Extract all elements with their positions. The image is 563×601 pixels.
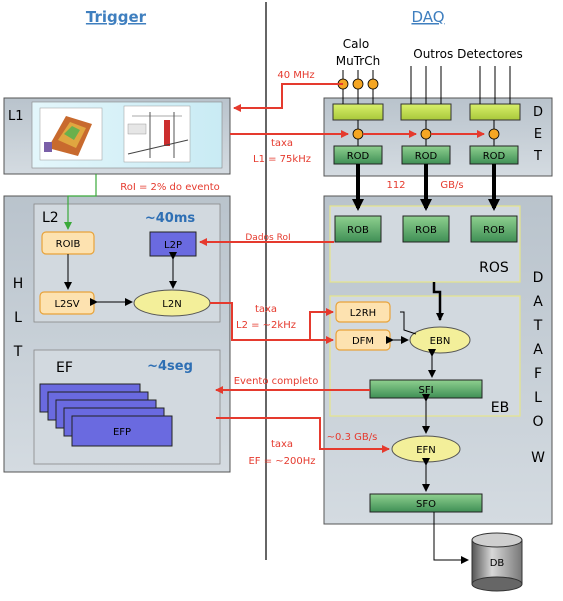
ebn-ellipse[interactable] (409, 326, 471, 354)
dados-roi-label: Dados RoI (245, 233, 290, 243)
l1-accept-node-icon (488, 128, 500, 140)
rob-box-3[interactable] (470, 215, 518, 243)
l2sv-label: L2SV (54, 299, 79, 310)
det-letter-d: D (533, 105, 543, 120)
frontend-1 (332, 103, 384, 121)
calo-node-icon (352, 78, 364, 90)
evento-completo-label: Evento completo (234, 376, 319, 387)
dataflow-panel: ROS EB (323, 195, 553, 525)
l2rh-ebn-connector (400, 311, 417, 335)
freq-40mhz-label: 40 MHz (277, 70, 314, 81)
det-letter-t: T (533, 149, 542, 164)
rod-label-1: ROD (347, 151, 370, 162)
l2n-to-dfm-arrow (210, 302, 334, 344)
taxa-l2-label-b: L2 = ~2kHz (236, 320, 296, 331)
bandwidth-value: 112 (386, 180, 405, 191)
dataflow-letter-l: L (534, 390, 542, 406)
header-daq: DAQ (411, 8, 444, 26)
taxa-l1-label-b: L1 = 75kHz (253, 154, 311, 165)
l2rh-box[interactable] (335, 301, 391, 323)
dfm-label: DFM (352, 336, 374, 347)
sfo-db-arrow (433, 512, 469, 564)
calo-to-l1-arrow (233, 83, 343, 112)
rob-label-2: ROB (415, 225, 437, 236)
l2-time-label: ~40ms (145, 211, 196, 226)
ef-time-label: ~4seg (147, 359, 193, 374)
l2n-to-l2rh-arrow (300, 308, 334, 341)
bandwidth-unit: GB/s (440, 180, 463, 191)
l2n-label: L2N (162, 299, 181, 310)
db-label: DB (490, 558, 505, 569)
taxa-ef-label-b: EF = ~200Hz (248, 456, 315, 467)
database-cylinder-icon[interactable] (471, 532, 523, 592)
efp-label: EFP (113, 427, 131, 438)
l2p-label: L2P (164, 240, 182, 251)
ros-to-ebn-arrow (432, 282, 444, 321)
ros-label: ROS (479, 260, 509, 276)
taxa-l2-label-a: taxa (255, 304, 277, 315)
efp-stack[interactable] (39, 383, 173, 447)
dataflow-letter-w: W (531, 450, 545, 466)
detector-feed-lines (342, 66, 511, 104)
dataflow-letter-a: A (533, 294, 543, 310)
ebn-label: EBN (430, 336, 451, 347)
rob-label-3: ROB (483, 225, 505, 236)
det-letter-e: E (534, 127, 542, 142)
l1-panel: L1 (3, 97, 231, 175)
label-mutrch: MuTrCh (336, 54, 380, 68)
rod-label-3: ROD (483, 151, 506, 162)
roi-fraction-label: RoI = 2% do evento (120, 182, 220, 193)
event-display-thumbnail-icon (123, 105, 191, 163)
frontend-2 (400, 103, 452, 121)
frontend-3 (469, 103, 521, 121)
efn-label: EFN (416, 445, 436, 456)
calorimeter-thumbnail-icon (39, 107, 103, 161)
gbs-03-label: ~0.3 GB/s (327, 432, 378, 443)
header-trigger: Trigger (86, 8, 147, 26)
roib-label: ROIB (56, 239, 81, 250)
eb-label: EB (491, 400, 509, 416)
ef-label: EF (56, 360, 73, 376)
ef-to-efn-arrow (216, 417, 390, 453)
l2-label: L2 (42, 210, 59, 226)
hlt-letter-h: H (13, 276, 24, 292)
l2rh-label: L2RH (350, 308, 376, 319)
label-outros-detectores: Outros Detectores (413, 47, 523, 61)
hlt-letter-t: T (13, 344, 23, 360)
rob-label-1: ROB (347, 225, 369, 236)
dataflow-letter-o: O (532, 414, 543, 430)
l1-label: L1 (8, 109, 24, 124)
l1-accept-node-icon (352, 128, 364, 140)
hlt-letter-l: L (14, 310, 22, 326)
sfi-label: SFI (418, 385, 433, 396)
rob-box-1[interactable] (334, 215, 382, 243)
rod-label-2: ROD (415, 151, 438, 162)
dataflow-letter-f: F (534, 366, 542, 382)
dataflow-letter-d: D (533, 270, 544, 286)
rob-box-2[interactable] (402, 215, 450, 243)
taxa-ef-label-a: taxa (271, 439, 293, 450)
calo-node-icon (367, 78, 379, 90)
roi-arrow (64, 174, 97, 230)
label-calo: Calo (343, 37, 369, 51)
l1-accept-node-icon (420, 128, 432, 140)
taxa-l1-label-a: taxa (271, 138, 293, 149)
sfo-box[interactable] (369, 493, 483, 513)
dataflow-letter-t: T (533, 318, 543, 334)
sfo-label: SFO (416, 499, 436, 510)
dataflow-letter-a2: A (533, 342, 543, 358)
dataflow-vertical-label: D A T A F L O W (531, 270, 545, 466)
